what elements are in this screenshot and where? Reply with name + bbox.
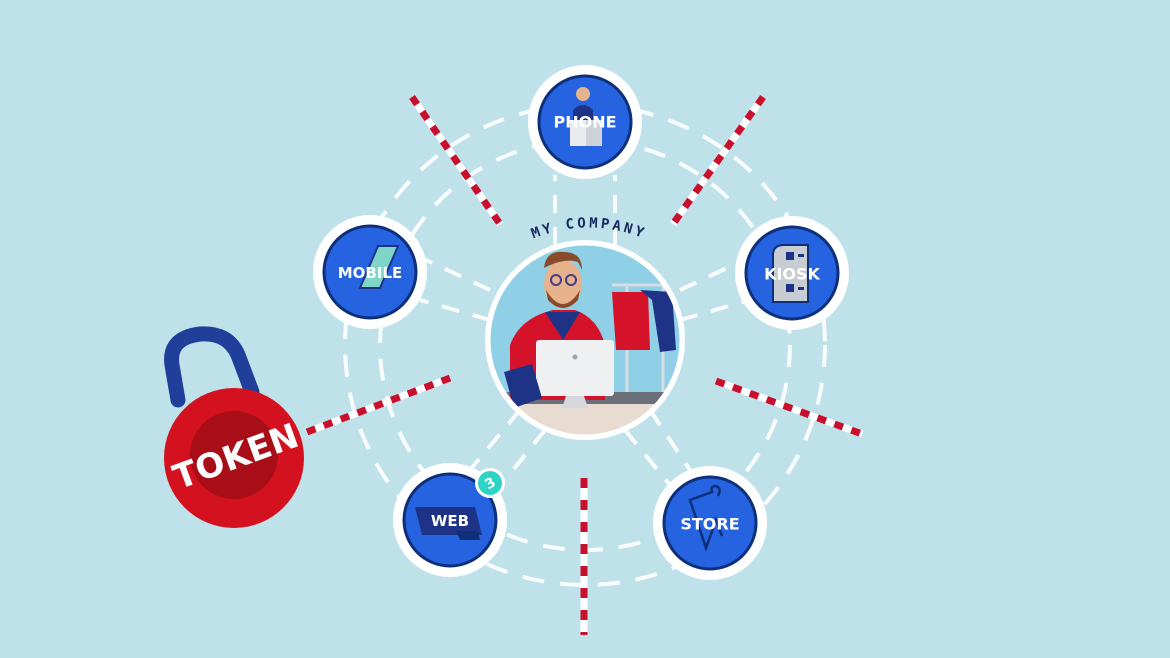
channel-node-mobile[interactable]: MOBILE <box>313 215 427 329</box>
barrier-top-right <box>670 94 766 227</box>
monitor-illustration <box>504 340 614 408</box>
barrier-left <box>305 374 452 436</box>
barrier-right <box>714 377 864 438</box>
notification-badge: 3 <box>475 468 505 498</box>
padlock-shackle-icon <box>164 326 260 408</box>
channel-node-phone[interactable]: PHONE <box>528 65 642 179</box>
company-hub[interactable] <box>485 240 685 444</box>
company-title: MY COMPANY <box>529 215 649 242</box>
channel-label-web: WEB <box>431 512 469 530</box>
hanger-icon <box>688 484 724 552</box>
clothing-rack-illustration <box>612 283 676 392</box>
barrier-top-left <box>409 95 503 226</box>
channel-label-kiosk: KIOSK <box>764 265 820 284</box>
channel-node-store[interactable]: STORE <box>653 466 767 580</box>
channel-label-phone: PHONE <box>553 113 616 132</box>
channel-label-store: STORE <box>680 515 739 534</box>
laptop-icon <box>415 507 482 540</box>
channel-node-web[interactable]: WEB 3 <box>393 463 507 577</box>
channel-node-kiosk[interactable]: KIOSK <box>735 216 849 330</box>
barrier-lines <box>305 94 864 635</box>
smartphone-icon <box>358 245 400 289</box>
token-padlock[interactable]: TOKEN <box>164 326 304 528</box>
channel-label-mobile: MOBILE <box>338 264 403 282</box>
kiosk-terminal-icon <box>772 244 809 303</box>
agent-headset-icon <box>570 87 602 146</box>
